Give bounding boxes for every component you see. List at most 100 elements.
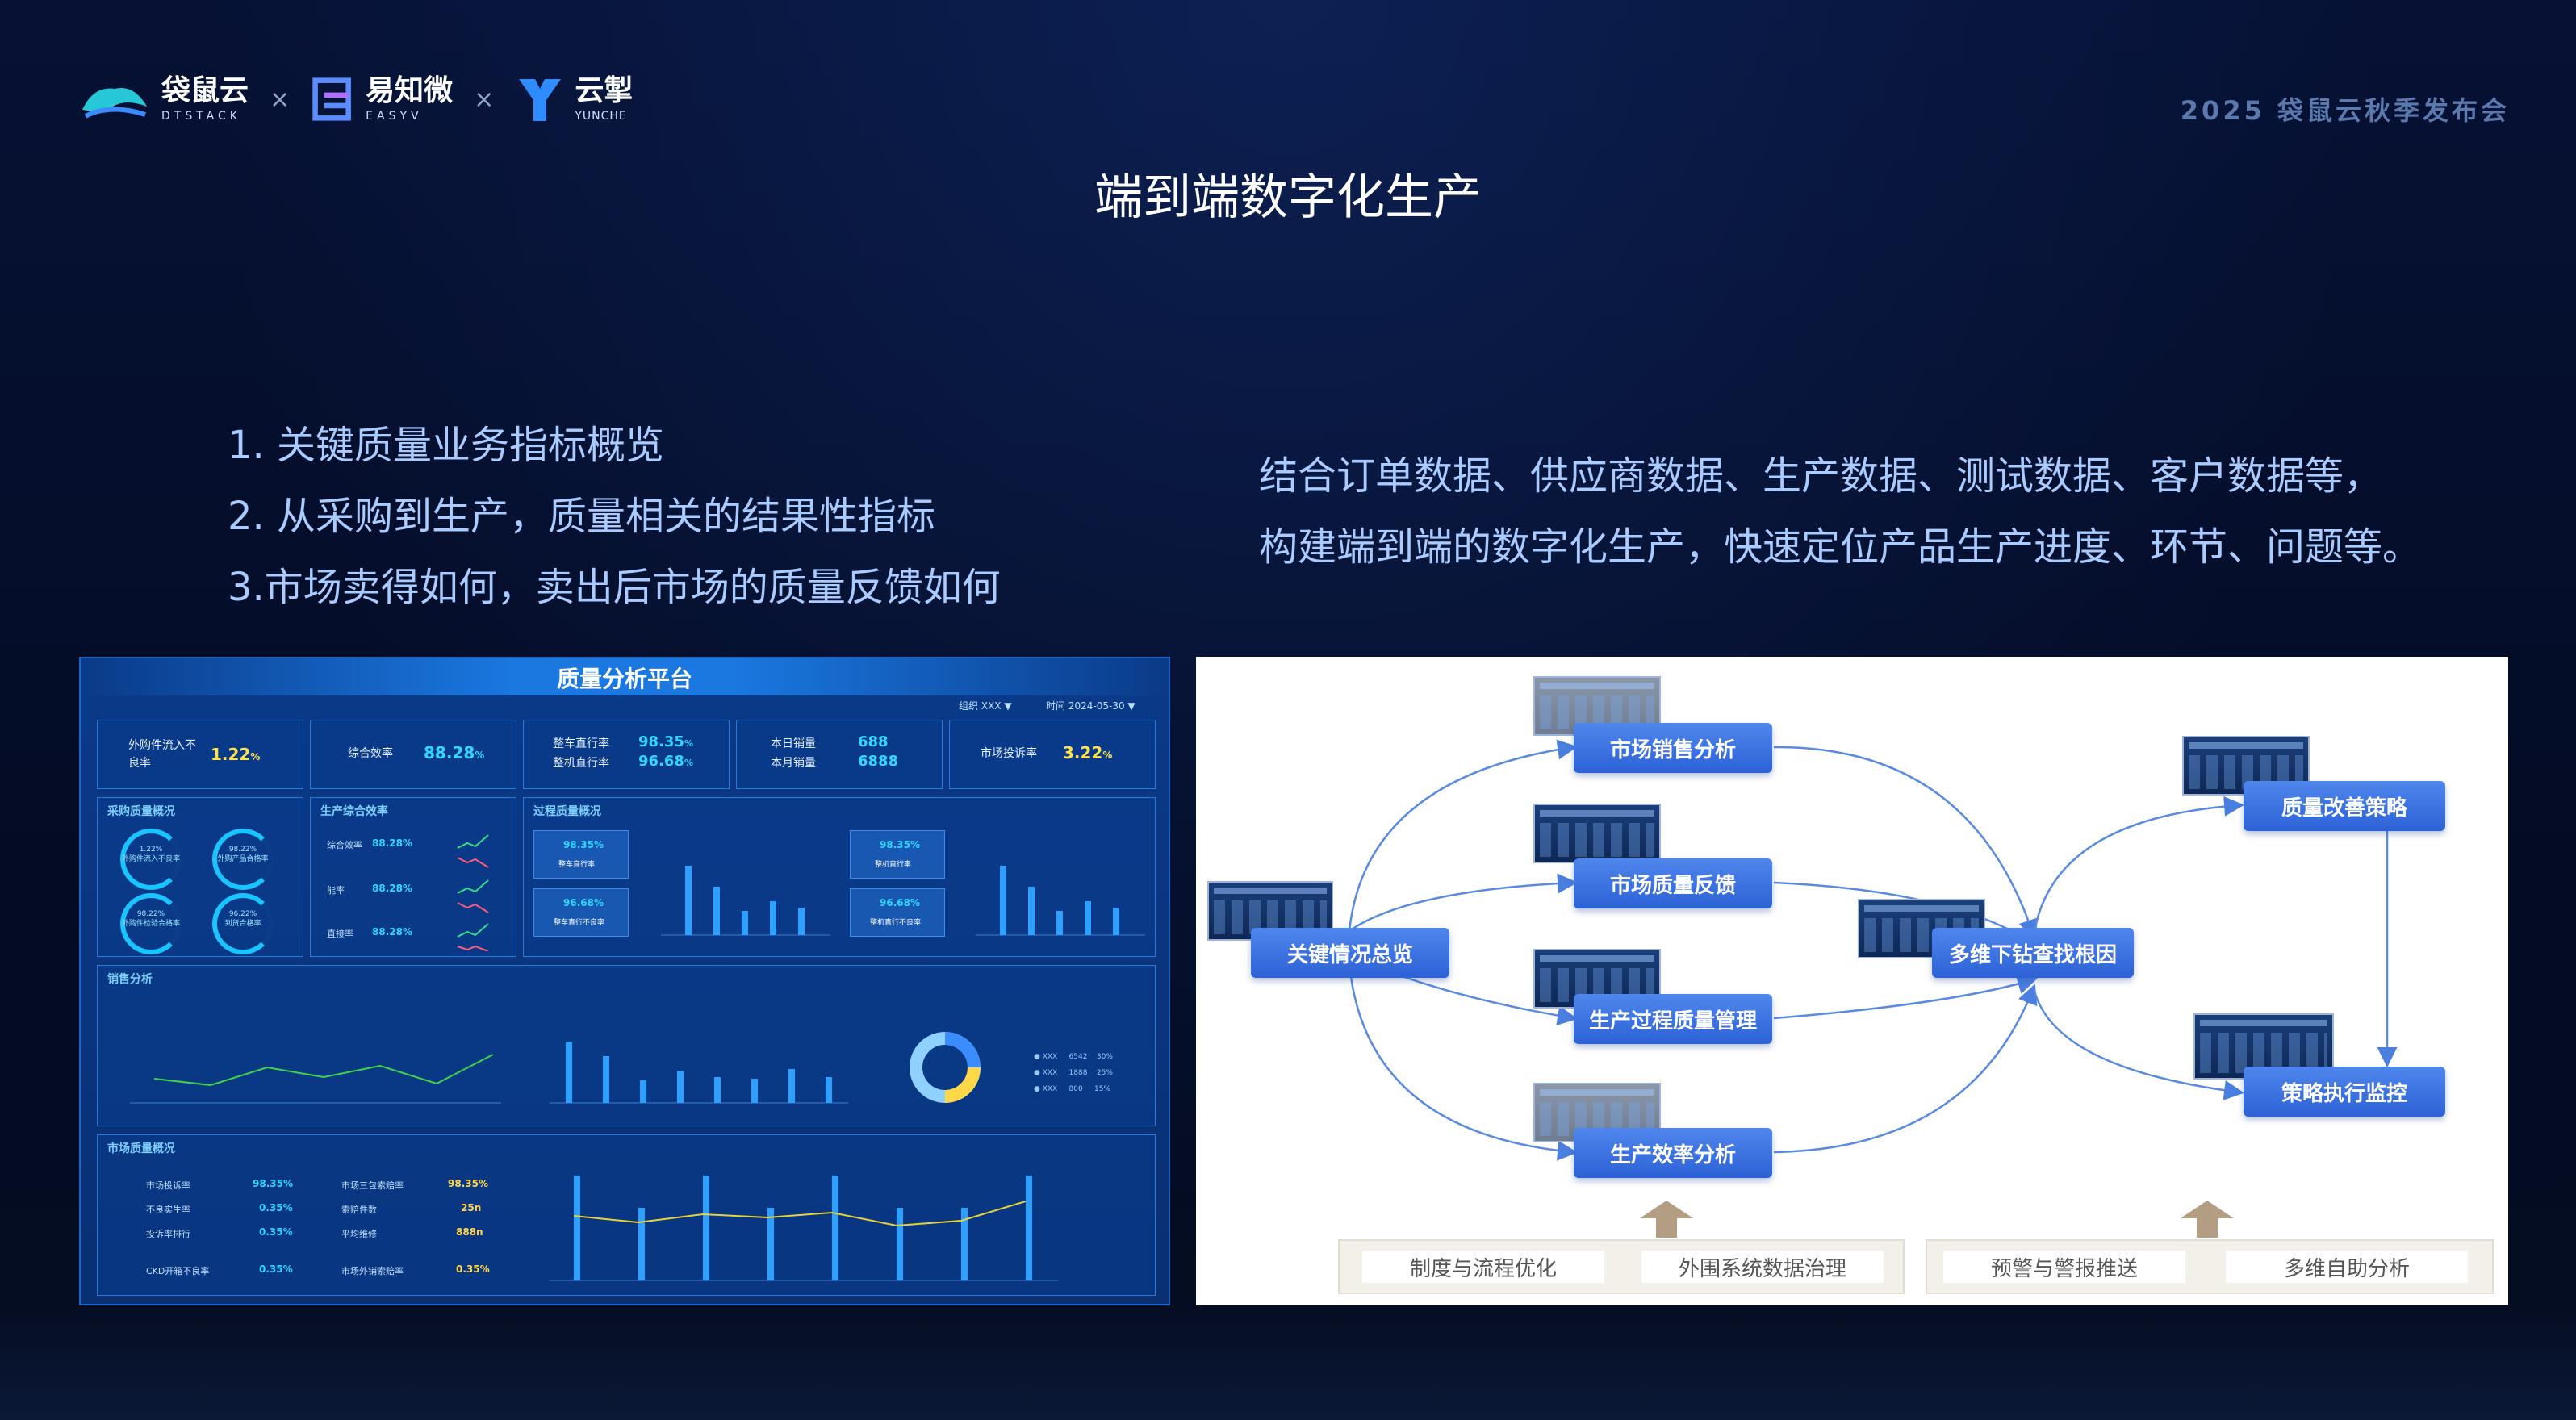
logo-dtstack-sub: DTSTACK — [161, 110, 241, 123]
node-monitor[interactable]: 策略执行监控 — [2244, 1067, 2445, 1117]
preview-thumbnail — [1533, 804, 1661, 863]
kpi-value: 1.22% — [211, 745, 261, 764]
left-point: 1. 关键质量业务指标概览 — [228, 423, 665, 468]
logo-dtstack-name: 袋鼠云 — [161, 74, 249, 107]
kpi-label: 整机直行率 — [553, 757, 609, 770]
kpi-value: 88.28% — [424, 743, 485, 762]
up-arrow-icon — [1640, 1201, 1693, 1238]
sales-line-chart — [130, 1054, 501, 1104]
page-title: 端到端数字化生产 — [1094, 169, 1482, 226]
base-item: 多维自助分析 — [2226, 1251, 2468, 1283]
base-item: 预警与警报推送 — [1943, 1251, 2185, 1283]
production-value: 88.28% — [372, 837, 412, 849]
kpi-value: 688 — [858, 733, 889, 750]
process-box: 96.68% 整机直行不良率 — [850, 888, 945, 937]
yunche-logo-icon — [519, 79, 562, 121]
logo-easyv-sub: EASYV — [366, 110, 423, 123]
kpi-card: 本日销量 本月销量 688 6888 — [736, 720, 943, 789]
base-group: 预警与警报推送 多维自助分析 — [1926, 1239, 2494, 1294]
market-label: 平均维修 — [341, 1229, 377, 1239]
filter-org-label: 组织 — [959, 700, 979, 712]
flow-diagram: 关键情况总览 市场销售分析 市场质量反馈 生产过程质量管理 生产效率分析 多维下… — [1196, 657, 2508, 1305]
kpi-value: 98.35% — [638, 733, 693, 750]
market-value: 0.35% — [456, 1263, 490, 1275]
ring-text: 98.22%外购件检验合格率 — [121, 910, 180, 928]
production-label: 能率 — [327, 885, 345, 896]
kpi-value: 3.22% — [1063, 743, 1113, 762]
node-process-quality[interactable]: 生产过程质量管理 — [1574, 994, 1772, 1044]
legend-item: ● XXX 800 15% — [1034, 1085, 1111, 1093]
kpi-label: 本日销量 — [771, 737, 816, 750]
market-value: 98.35% — [448, 1178, 488, 1189]
market-value: 0.35% — [259, 1263, 293, 1275]
process-box: 98.35% 整机直行率 — [850, 830, 945, 879]
event-title: 2025 袋鼠云秋季发布会 — [2180, 95, 2510, 126]
filter-time-value: 2024-05-30 — [1068, 700, 1125, 712]
left-point: 2. 从采购到生产，质量相关的结果性指标 — [228, 494, 936, 539]
logo-dtstack: 袋鼠云 DTSTACK — [77, 74, 249, 124]
logo-yunche: 云掣 YUNCHE — [515, 74, 633, 124]
panel-title: 生产综合效率 — [320, 805, 388, 818]
filter-org[interactable]: 组织 XXX ▼ — [959, 700, 1012, 712]
left-points: 1. 关键质量业务指标概览 2. 从采购到生产，质量相关的结果性指标 3.市场卖… — [228, 410, 1001, 623]
kpi-label: 本月销量 — [771, 757, 816, 770]
market-value: 0.35% — [259, 1202, 293, 1213]
ring-gauge — [212, 893, 274, 954]
kpi-value: 96.68% — [638, 753, 693, 770]
kpi-card: 外购件流入不良率 1.22% — [97, 720, 303, 789]
right-description: 结合订单数据、供应商数据、生产数据、测试数据、客户数据等， 构建端到端的数字化生… — [1259, 441, 2518, 583]
market-label: 索赔件数 — [341, 1205, 377, 1215]
procure-panel: 采购质量概况 1.22%外购件流入不良率 98.22%外购产品合格率 98.22… — [97, 797, 303, 957]
logo-separator: × — [474, 85, 495, 114]
ring-gauge — [120, 829, 182, 890]
sales-panel: 销售分析 ● XXX 6542 30% ● XXX 1888 25% ● XXX… — [97, 965, 1156, 1126]
dashboard-header — [81, 658, 1169, 695]
process-box: 98.35% 整车直行率 — [533, 830, 629, 879]
ring-gauge — [120, 893, 182, 954]
base-group: 制度与流程优化 外围系统数据治理 — [1338, 1239, 1905, 1294]
market-label: 不良实生率 — [146, 1205, 190, 1215]
background-glow — [0, 1307, 2576, 1420]
node-improve[interactable]: 质量改善策略 — [2244, 781, 2445, 831]
quality-dashboard-screenshot: 质量分析平台 组织 XXX ▼ 时间 2024-05-30 ▼ 外购件流入不良率… — [79, 657, 1170, 1305]
sales-donut-chart — [910, 1032, 981, 1103]
production-label: 综合效率 — [327, 840, 362, 850]
base-item: 制度与流程优化 — [1362, 1251, 1604, 1283]
filter-time-label: 时间 — [1046, 700, 1066, 712]
dashboard-title: 质量分析平台 — [556, 666, 692, 692]
process-panel: 过程质量概况 98.35% 整车直行率 96.68% 整车直行不良率 98.35… — [523, 797, 1156, 957]
node-market-quality[interactable]: 市场质量反馈 — [1574, 858, 1772, 908]
market-panel: 市场质量概况 市场投诉率 98.35% 市场三包索赔率 98.35% 不良实生率… — [97, 1134, 1156, 1296]
node-drilldown[interactable]: 多维下钻查找根因 — [1932, 928, 2134, 978]
kpi-label: 综合效率 — [348, 747, 393, 760]
sales-bar-chart — [550, 1042, 848, 1104]
kpi-label: 整车直行率 — [553, 737, 609, 750]
kpi-card: 整车直行率 整机直行率 98.35% 96.68% — [523, 720, 730, 789]
panel-title: 过程质量概况 — [533, 805, 601, 818]
panel-title: 销售分析 — [107, 973, 153, 986]
market-label: 市场投诉率 — [146, 1180, 190, 1191]
production-value: 88.28% — [372, 883, 412, 894]
filter-time[interactable]: 时间 2024-05-30 ▼ — [1046, 700, 1135, 712]
market-value: 25n — [461, 1202, 482, 1213]
kpi-card: 综合效率 88.28% — [310, 720, 516, 789]
market-value: 0.35% — [259, 1226, 293, 1238]
market-label: 市场外销索赔率 — [341, 1266, 404, 1276]
production-value: 88.28% — [372, 926, 412, 938]
market-label: CKD开箱不良率 — [146, 1266, 210, 1276]
node-overview[interactable]: 关键情况总览 — [1251, 928, 1449, 978]
ring-gauge — [212, 829, 274, 890]
market-value: 888n — [456, 1226, 483, 1238]
easyv-logo-icon — [312, 77, 352, 121]
logo-easyv-name: 易知微 — [366, 74, 454, 107]
process-bar-chart-left — [661, 866, 830, 936]
production-label: 直接率 — [327, 929, 353, 939]
right-point: 结合订单数据、供应商数据、生产数据、测试数据、客户数据等， — [1259, 453, 2383, 499]
market-label: 投诉率排行 — [146, 1229, 190, 1239]
logo-yunche-sub: YUNCHE — [575, 110, 627, 123]
panel-title: 采购质量概况 — [107, 805, 175, 818]
partner-logos: 袋鼠云 DTSTACK × 易知微 EASYV × 云掣 YUNCHE — [77, 71, 633, 127]
node-market-sales[interactable]: 市场销售分析 — [1574, 723, 1772, 773]
node-efficiency[interactable]: 生产效率分析 — [1574, 1128, 1772, 1178]
panel-title: 市场质量概况 — [107, 1142, 175, 1155]
